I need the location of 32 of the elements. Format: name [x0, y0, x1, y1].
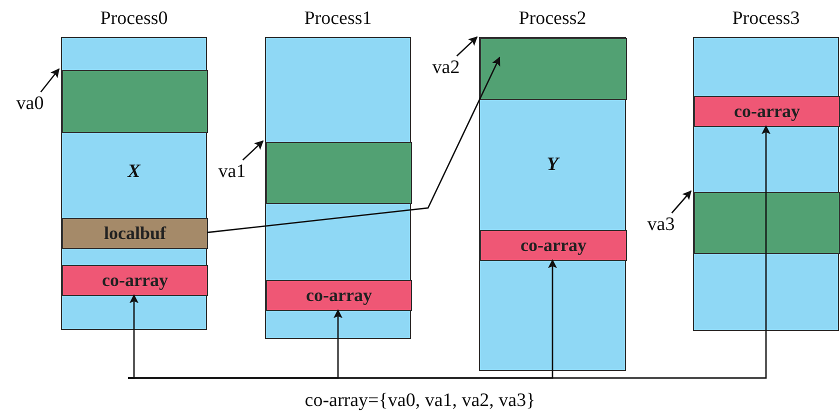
memory-region-box	[62, 70, 208, 133]
co-array-box	[62, 265, 208, 296]
process-heading: Process3	[731, 8, 801, 30]
block-label: co-array	[102, 270, 168, 291]
block-label: localbuf	[104, 223, 166, 244]
memory-region-box	[480, 38, 627, 100]
process-heading: Process1	[303, 8, 373, 30]
variable-label: Y	[546, 154, 561, 176]
memory-region-box	[266, 142, 412, 204]
arrow	[456, 36, 478, 57]
co-array-box	[694, 96, 840, 127]
address-label: va2	[428, 57, 464, 79]
caption: co-array={va0, va1, va2, va3}	[304, 390, 536, 412]
block-label: co-array	[734, 101, 800, 122]
process-heading: Process0	[99, 8, 169, 30]
arrow	[242, 140, 264, 161]
variable-label: X	[126, 161, 142, 183]
arrow	[128, 125, 770, 379]
address-label: va3	[643, 214, 679, 236]
address-label: va0	[12, 93, 48, 115]
arrow	[671, 190, 692, 214]
co-array-box	[266, 280, 412, 311]
local-buffer-box	[62, 218, 208, 249]
arrow	[40, 68, 60, 92]
block-label: co-array	[520, 235, 586, 256]
arrow	[206, 56, 500, 234]
block-label: co-array	[306, 285, 372, 306]
co-array-box	[480, 230, 627, 261]
address-label: va1	[214, 161, 250, 183]
process-heading: Process2	[518, 8, 588, 30]
memory-region-box	[694, 192, 840, 254]
arrow	[128, 294, 138, 379]
